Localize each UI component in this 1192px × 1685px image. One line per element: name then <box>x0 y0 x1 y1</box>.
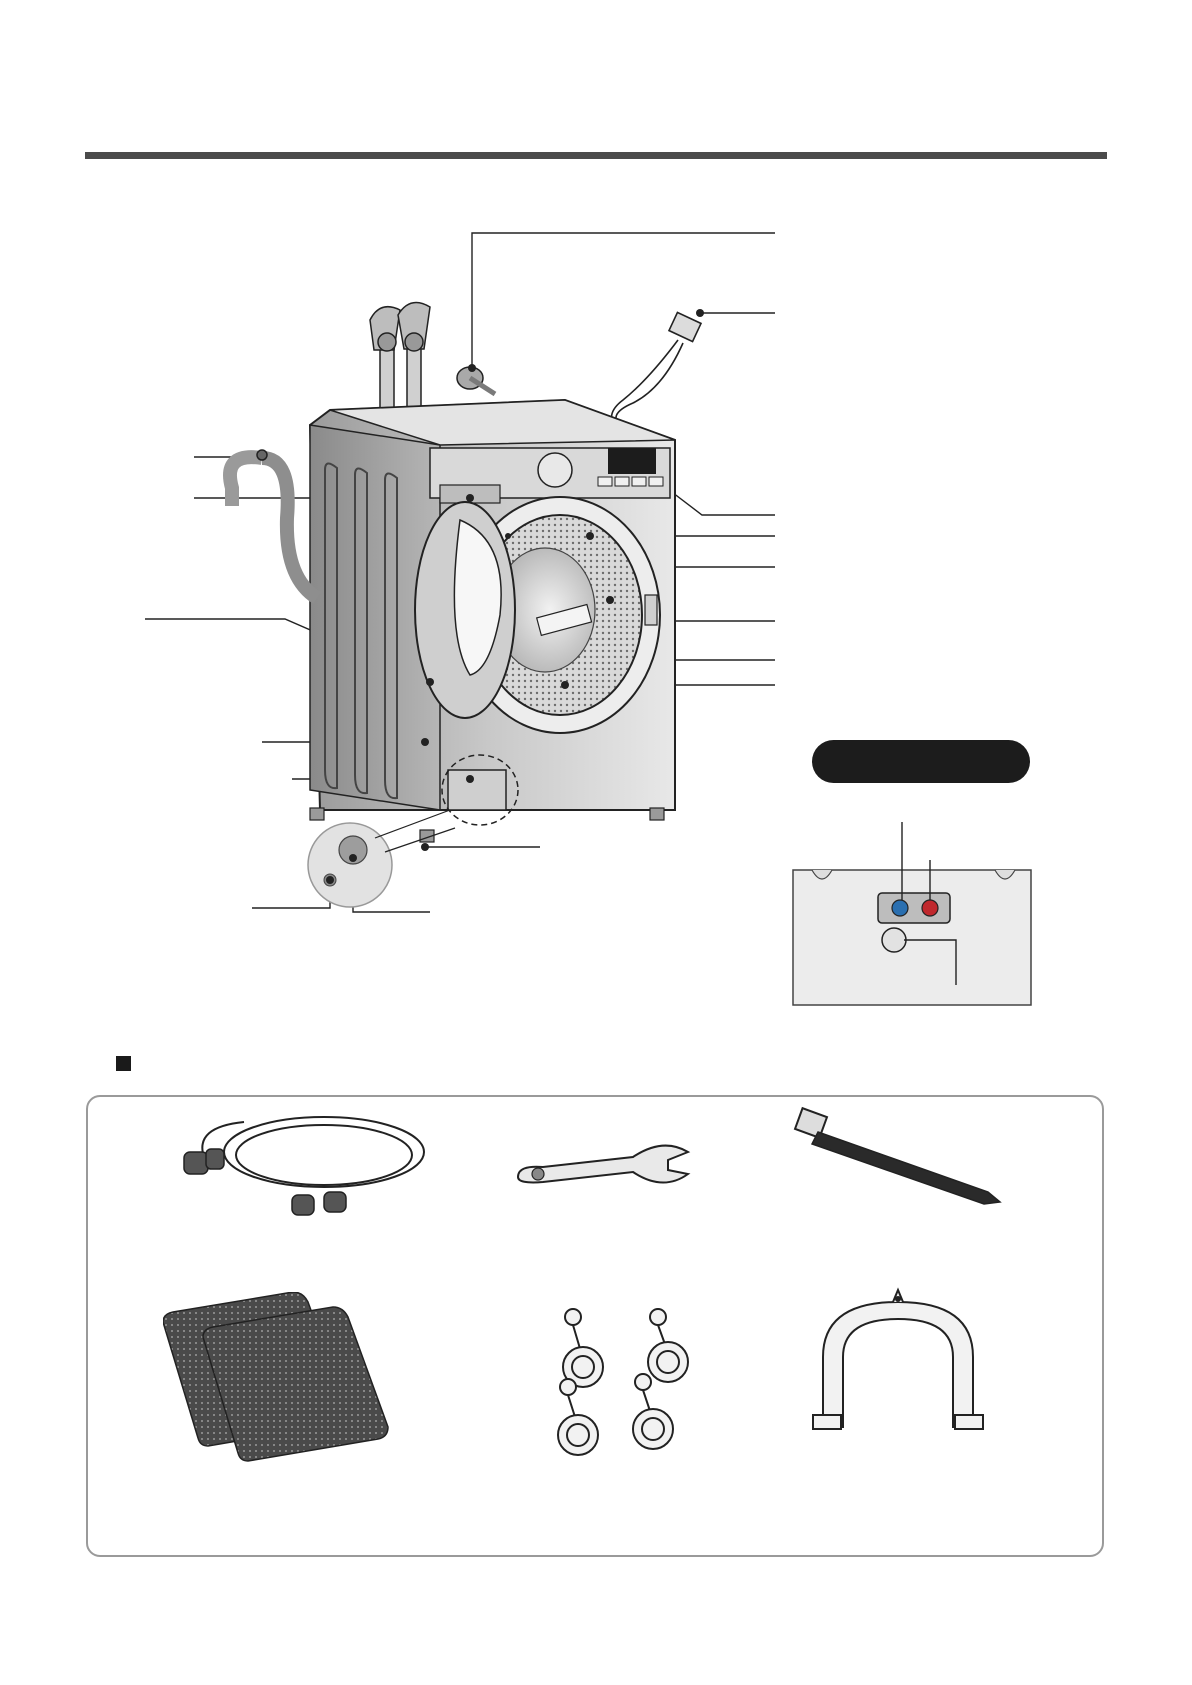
drain-outlet <box>881 927 907 953</box>
program-knob <box>537 452 573 488</box>
cable-tie-icon <box>788 1102 1018 1212</box>
accessories-box <box>86 1095 1104 1557</box>
door-lock <box>644 594 658 626</box>
anti-slip-sheets-icon <box>163 1292 413 1462</box>
washing-machine-illustration <box>145 232 1032 1006</box>
power-cord <box>610 311 703 431</box>
accessories-heading <box>116 1056 131 1071</box>
header-rule <box>85 152 1107 159</box>
drain-filter-detail <box>307 822 393 908</box>
spanner-icon <box>508 1137 708 1197</box>
drain-pump-cover <box>447 769 507 811</box>
water-taps <box>369 301 431 416</box>
square-bullet-icon <box>116 1056 131 1071</box>
lifter <box>535 603 593 637</box>
rear-view-panel <box>792 822 1032 1006</box>
inlet-hoses-icon <box>174 1107 434 1227</box>
elbow-bracket-icon <box>803 1287 993 1447</box>
cold-inlet <box>891 899 909 917</box>
drain-hose <box>223 449 322 604</box>
callout-dots <box>326 309 704 884</box>
display-panel <box>608 448 656 474</box>
hot-inlet <box>921 899 939 917</box>
caps-icon <box>548 1302 708 1462</box>
rear-view-badge <box>812 740 1030 783</box>
hose-connector <box>456 366 497 397</box>
